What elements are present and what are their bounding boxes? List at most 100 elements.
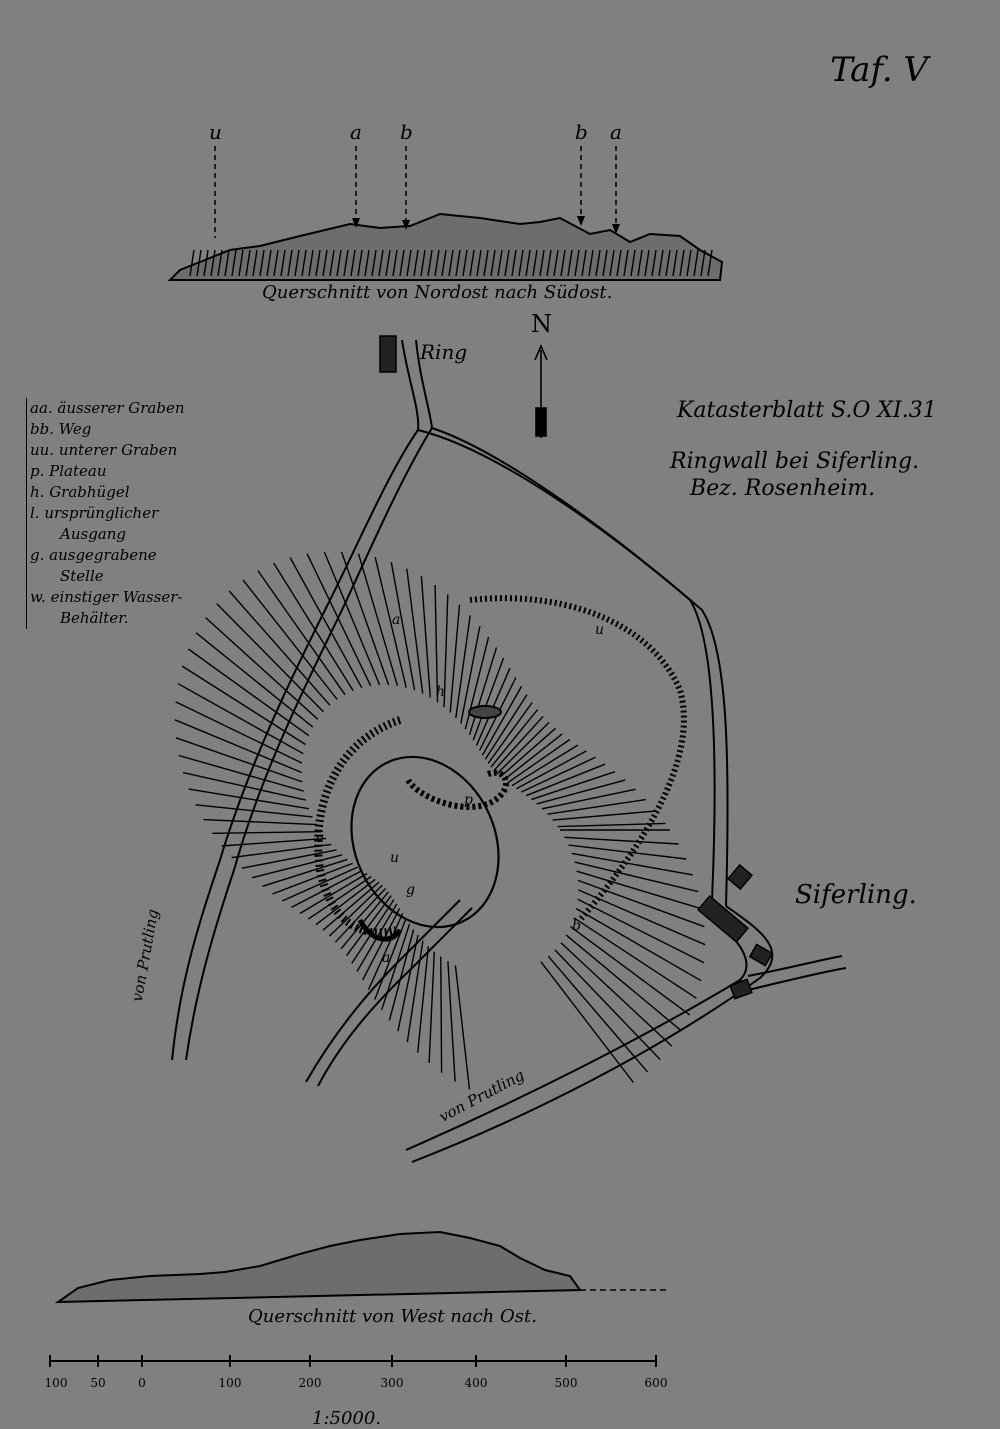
- legend-item: w. einstiger Wasser-: [30, 588, 183, 606]
- section-hatch-line: [294, 249, 300, 277]
- hachure-line: [273, 562, 354, 692]
- section-hatch-line: [427, 249, 433, 277]
- hachure-line: [306, 553, 372, 687]
- section-hatch-line: [252, 249, 258, 277]
- scale-tick-label: 500: [554, 1376, 578, 1390]
- hachure-line: [212, 831, 322, 834]
- hachure-line: [564, 836, 679, 845]
- hachure-line: [541, 788, 636, 810]
- section-hatch-line: [707, 249, 713, 277]
- hachure-line: [187, 648, 310, 737]
- hachure-line: [575, 907, 702, 982]
- section-hatch-line: [476, 249, 482, 277]
- hachure-line: [388, 929, 415, 1021]
- hachure-line: [547, 955, 649, 1073]
- section-hatch-line: [539, 249, 545, 277]
- section-hatch-line: [420, 249, 426, 277]
- hachure-line: [577, 879, 705, 928]
- hachure-line: [195, 804, 313, 818]
- legend-item: Stelle: [60, 567, 104, 585]
- map-letter: b: [572, 918, 581, 934]
- hachure-line: [455, 615, 471, 719]
- hachure-line: [443, 594, 449, 708]
- map-letter: g: [406, 882, 415, 898]
- hachure-line: [397, 934, 419, 1032]
- map-letter: p: [464, 792, 473, 808]
- hachure-line: [472, 657, 505, 741]
- hachure-line: [511, 744, 579, 787]
- section-hatch-line: [693, 249, 699, 277]
- hachure-line: [205, 617, 319, 720]
- section-hatch-line: [371, 249, 377, 277]
- hachure-line: [181, 665, 306, 746]
- hachure-line: [440, 956, 443, 1073]
- section-hatch-line: [581, 249, 587, 277]
- legend-item: g. ausgegrabene: [30, 546, 157, 564]
- section-hatch-line: [238, 249, 244, 277]
- bottom-cross-section: [54, 1230, 668, 1304]
- hachure-line: [182, 771, 307, 801]
- scale-ratio: 1:5000.: [312, 1408, 382, 1429]
- section-hatch-line: [665, 249, 671, 277]
- marker-u: u: [209, 120, 222, 144]
- hachure-line: [573, 917, 697, 999]
- buildings: [379, 335, 774, 1000]
- section-hatch-line: [287, 249, 293, 277]
- legend-item: p. Plateau: [30, 462, 107, 480]
- hachure-line: [221, 837, 327, 847]
- hachure-line: [175, 701, 303, 764]
- map-letter: a: [392, 612, 401, 628]
- hachure-line: [272, 862, 353, 895]
- hachure-line: [203, 818, 317, 826]
- top-section-caption: Querschnitt von Nordost nach Südost.: [262, 282, 613, 303]
- hachure-line: [460, 625, 481, 724]
- hachure-line: [496, 721, 550, 775]
- section-hatch-line: [616, 249, 622, 277]
- legend-item: bb. Weg: [30, 420, 92, 438]
- section-hatch-line: [413, 249, 419, 277]
- section-hatch-line: [567, 249, 573, 277]
- section-hatch-line: [245, 249, 251, 277]
- scale-tick-label: 200: [298, 1376, 322, 1390]
- hachure-line: [574, 861, 699, 893]
- hachure-line: [536, 779, 626, 805]
- hachure-line: [328, 884, 383, 937]
- hachure-line: [361, 908, 401, 981]
- marker-b: b: [400, 120, 413, 144]
- top-cross-section: [167, 146, 724, 281]
- hachure-line: [449, 604, 461, 713]
- hachure-line: [490, 709, 539, 768]
- hachure-line: [390, 562, 416, 691]
- ringwall: [314, 595, 687, 942]
- section-hatch-line: [525, 249, 531, 277]
- hachure-line: [531, 771, 616, 801]
- hachure-line: [516, 750, 587, 790]
- hachure-line: [281, 866, 358, 902]
- section-hatch-line: [623, 249, 629, 277]
- place-name: Siferling.: [795, 880, 917, 910]
- section-hatch-line: [546, 249, 552, 277]
- section-hatch-line: [448, 249, 454, 277]
- hachure-line: [257, 570, 346, 696]
- map-letter: a: [382, 950, 391, 966]
- section-hatch-line: [518, 249, 524, 277]
- section-hatch-line: [441, 249, 447, 277]
- section-hatch-line: [469, 249, 475, 277]
- hachure-line: [569, 926, 691, 1016]
- legend-item: l. ursprünglicher: [30, 504, 159, 522]
- legend-item: uu. unterer Graben: [30, 441, 178, 459]
- section-hatch-line: [504, 249, 510, 277]
- section-hatch-line: [644, 249, 650, 277]
- hachure-line: [577, 898, 705, 964]
- section-hatch-line: [217, 249, 223, 277]
- scale-tick-label: 300: [380, 1376, 404, 1390]
- hachure-line: [374, 557, 407, 688]
- hachure-line: [242, 579, 338, 700]
- map-subtitle: Bez. Rosenheim.: [690, 476, 876, 501]
- bottom-section-caption: Querschnitt von West nach Ost.: [248, 1306, 537, 1327]
- hachure-line: [571, 852, 694, 876]
- section-hatch-line: [455, 249, 461, 277]
- hachure-line: [565, 934, 683, 1032]
- hachure-line: [351, 899, 395, 964]
